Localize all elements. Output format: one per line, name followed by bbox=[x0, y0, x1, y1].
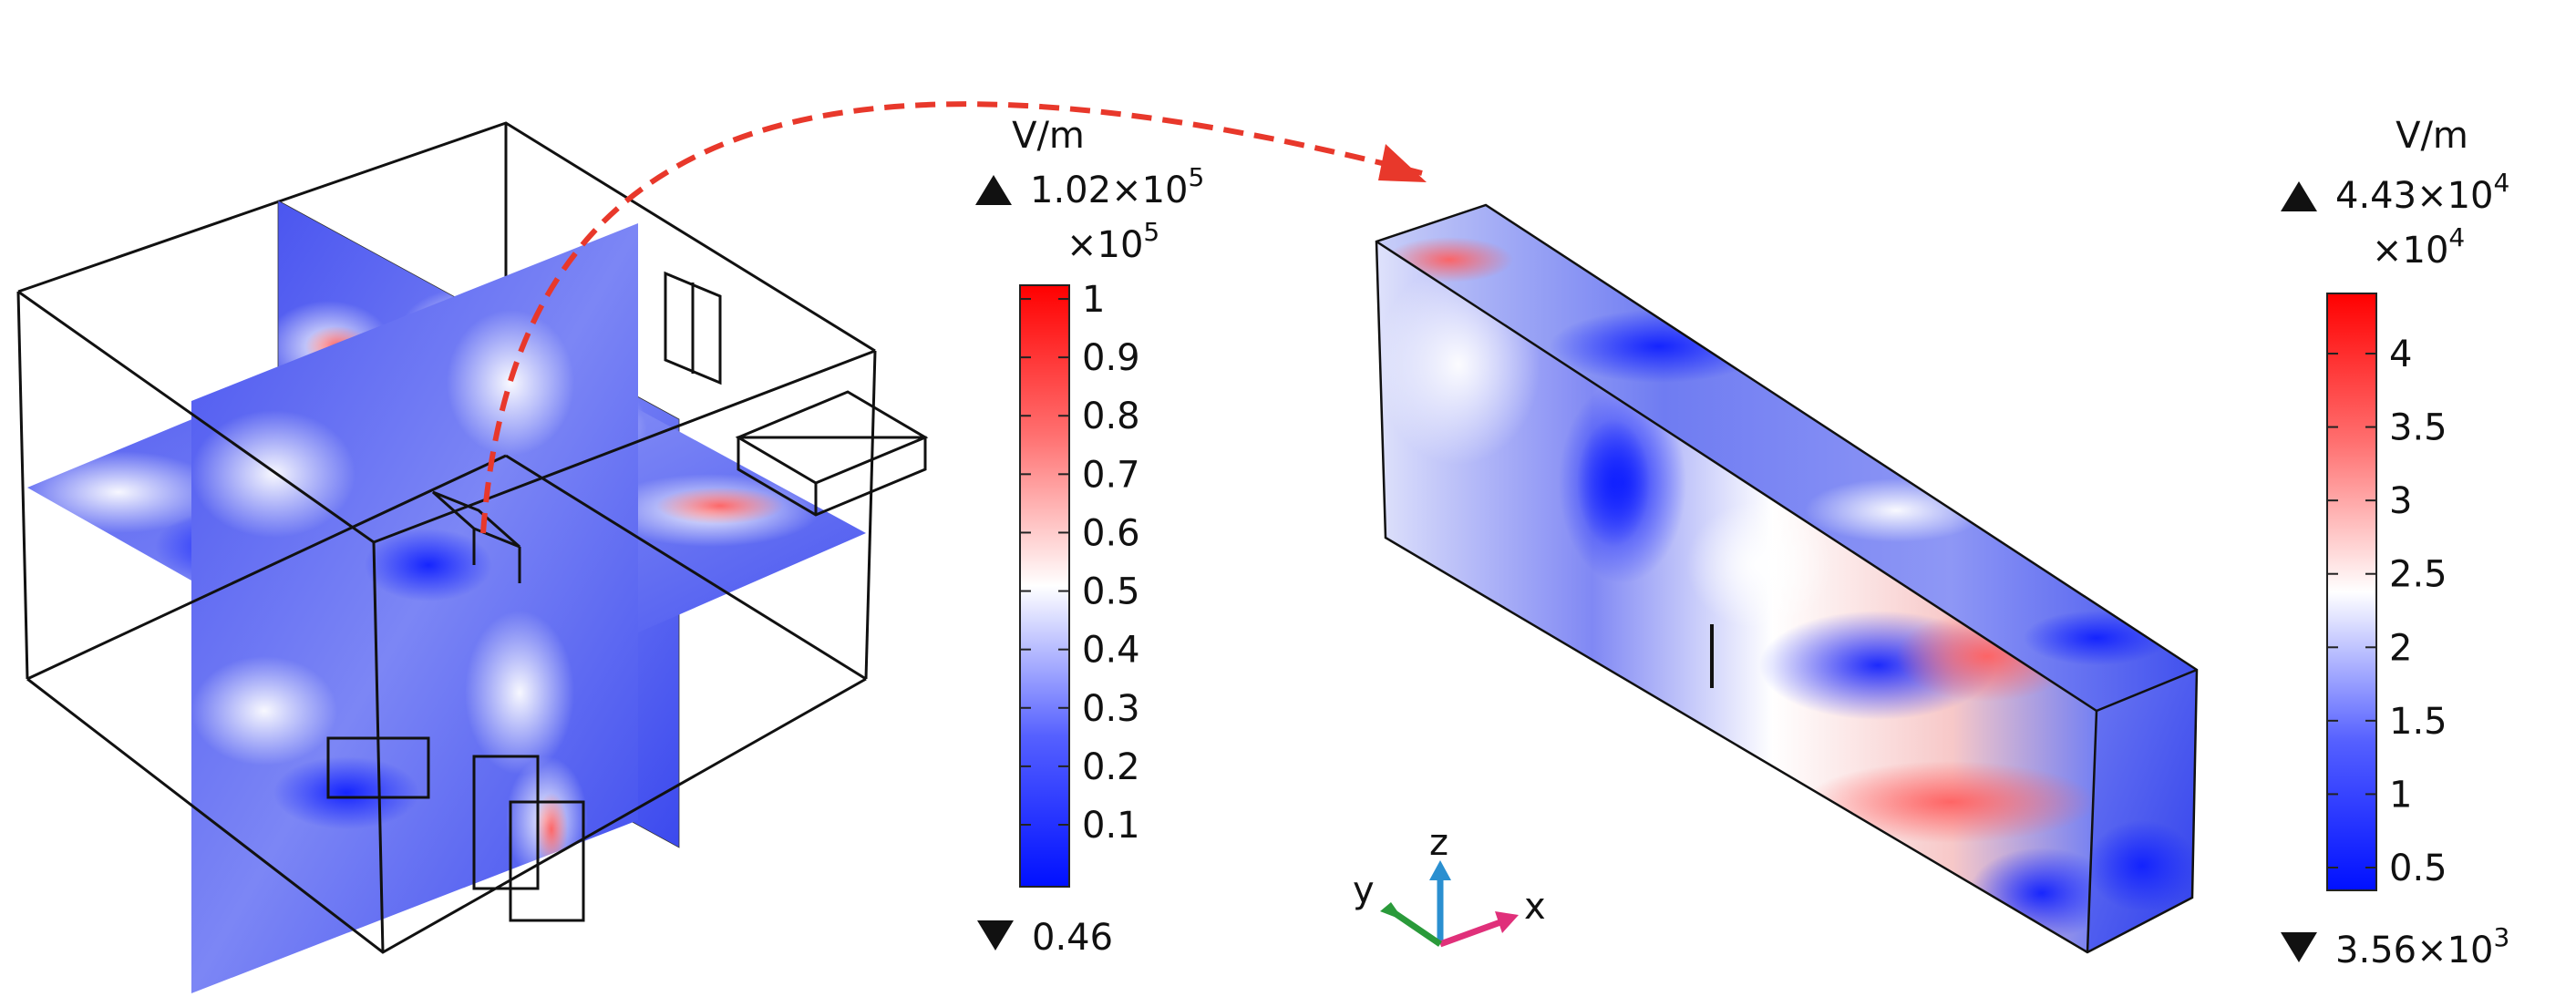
zoom-face-side bbox=[2087, 670, 2197, 952]
colorbar-right-gradient bbox=[2326, 293, 2377, 891]
zoom-face-front bbox=[1376, 241, 2097, 952]
colorbar-tick-label: 1 bbox=[1082, 279, 1105, 321]
zoom-wireframe bbox=[1375, 203, 2199, 954]
right-3d-model bbox=[1375, 203, 2199, 954]
colorbar-tick-label: 0.1 bbox=[1082, 805, 1140, 847]
colorbar-right-unit: V/m bbox=[2396, 115, 2468, 157]
min-triangle-icon bbox=[977, 920, 1014, 950]
x-axis-arrow-icon bbox=[1495, 911, 1519, 933]
colorbar-tick-label: 0.6 bbox=[1082, 512, 1140, 554]
left-wireframe-front bbox=[17, 271, 929, 954]
colorbar-tick-label: 0.9 bbox=[1082, 337, 1140, 379]
colorbar-tick-label: 0.5 bbox=[2389, 848, 2447, 889]
colorbar-left-unit: V/m bbox=[1012, 115, 1085, 157]
colorbar-left-scale: ×105 bbox=[1066, 217, 1159, 266]
min-triangle-icon bbox=[2281, 932, 2317, 962]
left-3d-model bbox=[16, 121, 929, 993]
colorbar-right-max: 4.43×104 bbox=[2335, 168, 2509, 217]
axis-triad: z x y bbox=[1353, 822, 1546, 948]
zoom-arrow bbox=[480, 101, 1423, 534]
axis-z-label: z bbox=[1429, 822, 1448, 864]
colorbar-tick-label: 3 bbox=[2389, 480, 2412, 522]
colorbar-right-min: 3.56×103 bbox=[2335, 922, 2509, 971]
y-axis-arrow-icon bbox=[1380, 902, 1404, 920]
colorbar-tick-label: 0.7 bbox=[1082, 454, 1140, 496]
colorbar-tick-label: 2 bbox=[2389, 627, 2412, 669]
colorbar-left-min: 0.46 bbox=[1032, 917, 1113, 959]
colorbar-right: V/m 4.43×104 ×104 4 3.5 3 2.5 2 1.5 1 0.5 3.56×… bbox=[2281, 115, 2509, 971]
colorbar-tick-label: 0.4 bbox=[1082, 630, 1140, 672]
colorbar-left-max: 1.02×105 bbox=[1030, 162, 1204, 211]
colorbar-tick-label: 1 bbox=[2389, 774, 2412, 816]
colorbar-right-ticks: 4 3.5 3 2.5 2 1.5 1 0.5 bbox=[2327, 334, 2447, 889]
axis-y-label: y bbox=[1353, 869, 1375, 911]
z-axis-arrow-icon bbox=[1429, 860, 1451, 880]
colorbar-left-gradient bbox=[1019, 284, 1070, 888]
axis-x-label: x bbox=[1524, 886, 1546, 928]
colorbar-tick-label: 0.5 bbox=[1082, 571, 1140, 613]
colorbar-tick-label: 0.3 bbox=[1082, 688, 1140, 730]
max-triangle-icon bbox=[975, 175, 1012, 205]
colorbar-tick-label: 4 bbox=[2389, 334, 2412, 375]
zoom-arrow-head bbox=[1378, 144, 1427, 182]
colorbar-tick-label: 3.5 bbox=[2389, 407, 2447, 449]
colorbar-tick-label: 0.8 bbox=[1082, 396, 1140, 437]
field-plane-vertical-front bbox=[191, 223, 638, 993]
colorbar-left: V/m 1.02×105 ×105 1 0.9 0.8 0.7 0.6 0.5 0.4 0.3… bbox=[975, 115, 1204, 959]
colorbar-tick-label: 2.5 bbox=[2389, 554, 2447, 596]
colorbar-tick-label: 0.2 bbox=[1082, 746, 1140, 788]
colorbar-tick-label: 1.5 bbox=[2389, 701, 2447, 743]
max-triangle-icon bbox=[2281, 181, 2317, 211]
colorbar-right-scale: ×104 bbox=[2372, 222, 2465, 272]
colorbar-left-ticks: 1 0.9 0.8 0.7 0.6 0.5 0.4 0.3 0.2 0.1 bbox=[1020, 279, 1140, 847]
